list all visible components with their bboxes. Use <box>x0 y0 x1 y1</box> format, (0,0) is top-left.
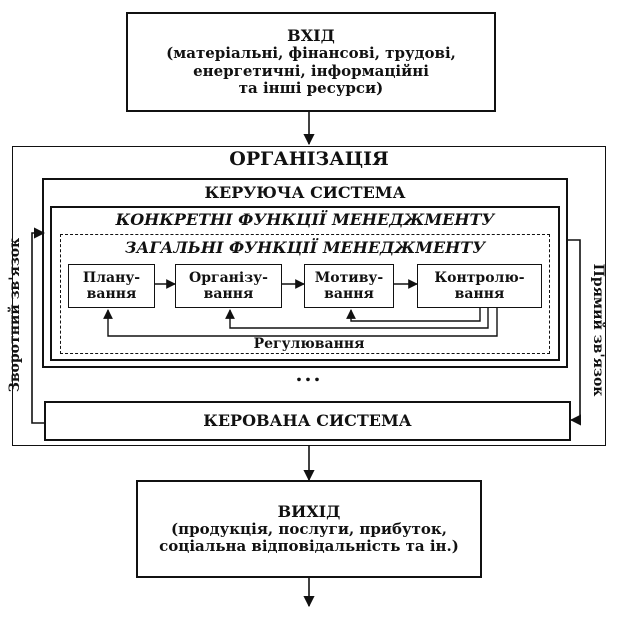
managed-system-title: КЕРОВАНА СИСТЕМА <box>203 410 412 430</box>
function-controlling-label: Контролю- вання <box>434 269 525 302</box>
managed-system-box: КЕРОВАНА СИСТЕМА <box>44 401 571 441</box>
managing-system-box <box>42 178 568 368</box>
direct-link-label: Прямий зв'язок <box>590 263 606 397</box>
function-motivating: Мотиву- вання <box>304 264 394 308</box>
function-organizing: Організу- вання <box>175 264 282 308</box>
ellipsis: ... <box>295 362 323 386</box>
function-planning-label: Плану- вання <box>82 269 141 302</box>
function-motivating-label: Мотиву- вання <box>314 269 384 302</box>
input-box: ВХІД (матеріальні, фінансові, трудові, е… <box>126 12 496 112</box>
function-planning: Плану- вання <box>68 264 155 308</box>
output-box: ВИХІД (продукція, послуги, прибуток, соц… <box>136 480 482 578</box>
input-title: ВХІД <box>287 25 335 45</box>
managing-system-title: КЕРУЮЧА СИСТЕМА <box>204 183 406 202</box>
output-title: ВИХІД <box>277 501 341 521</box>
output-description: (продукція, послуги, прибуток, соціальна… <box>159 519 459 556</box>
function-controlling: Контролю- вання <box>417 264 542 308</box>
feedback-label: Зворотний зв'язок <box>7 237 23 393</box>
function-organizing-label: Організу- вання <box>189 269 268 302</box>
general-functions-title: ЗАГАЛЬНІ ФУНКЦІЇ МЕНЕДЖМЕНТУ <box>124 238 486 257</box>
organization-title: ОРГАНІЗАЦІЯ <box>229 148 389 170</box>
specific-functions-box <box>50 206 560 361</box>
regulation-label: Регулювання <box>253 336 365 352</box>
input-description: (матеріальні, фінансові, трудові, енерге… <box>166 44 456 97</box>
general-functions-box <box>60 234 550 354</box>
organization-box <box>12 146 606 446</box>
specific-functions-title: КОНКРЕТНІ ФУНКЦІЇ МЕНЕДЖМЕНТУ <box>115 210 495 229</box>
